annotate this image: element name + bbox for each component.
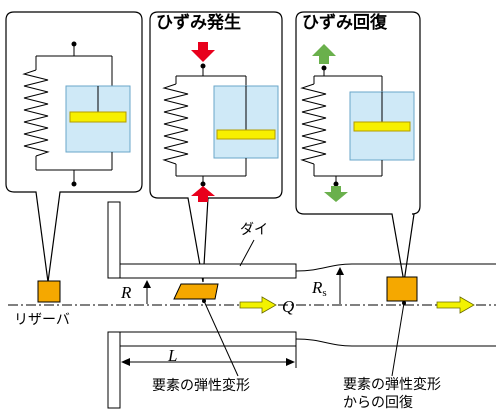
reservoir-label: リザーバ [14,312,70,328]
down-arrow-icon [191,42,215,62]
flow-arrow-icon [239,296,277,314]
radius-label: R [121,283,132,302]
spring-icon [300,83,327,165]
dashpot-icon [213,85,279,159]
recovery-leader [391,302,405,377]
deformed-element [173,283,219,300]
down-arrow-icon [324,186,348,202]
maxwell-kelvin-model-reservoir [22,41,131,187]
up-arrow-icon [191,186,215,202]
strain-generation-title: ひずみ発生 [156,13,241,33]
reservoir-element [37,280,61,303]
spring-icon [22,69,50,157]
spring-icon [162,83,189,165]
maxwell-kelvin-model-strain-gen [162,42,279,202]
elastic-deformation-label: 要素の弾性変形 [152,378,250,394]
maxwell-kelvin-model-strain-rec [300,44,415,202]
up-arrow-icon [312,44,336,64]
flow-arrow-icon [436,296,475,314]
strain-generation-callout-panel [149,11,283,283]
strain-recovery-title: ひずみ回復 [302,13,387,33]
die-geometry [8,201,496,409]
reservoir-callout-panel [5,11,143,283]
strain-recovery-callout-panel [295,11,421,283]
dashpot-icon [349,91,415,161]
dashpot-icon [65,85,131,153]
swell-radius-label: Rs [312,278,327,299]
flow-rate-label: Q [282,297,295,316]
L-dimension [119,346,297,368]
die-label: ダイ [240,222,268,238]
recovered-element [386,276,418,302]
elastic-deformation-leader [203,300,239,377]
die-leader-line [239,239,255,267]
die-length-label: L [168,346,178,365]
recovery-label-line2: からの回復 [343,395,413,411]
recovery-label-line1: 要素の弾性変形 [343,377,441,393]
